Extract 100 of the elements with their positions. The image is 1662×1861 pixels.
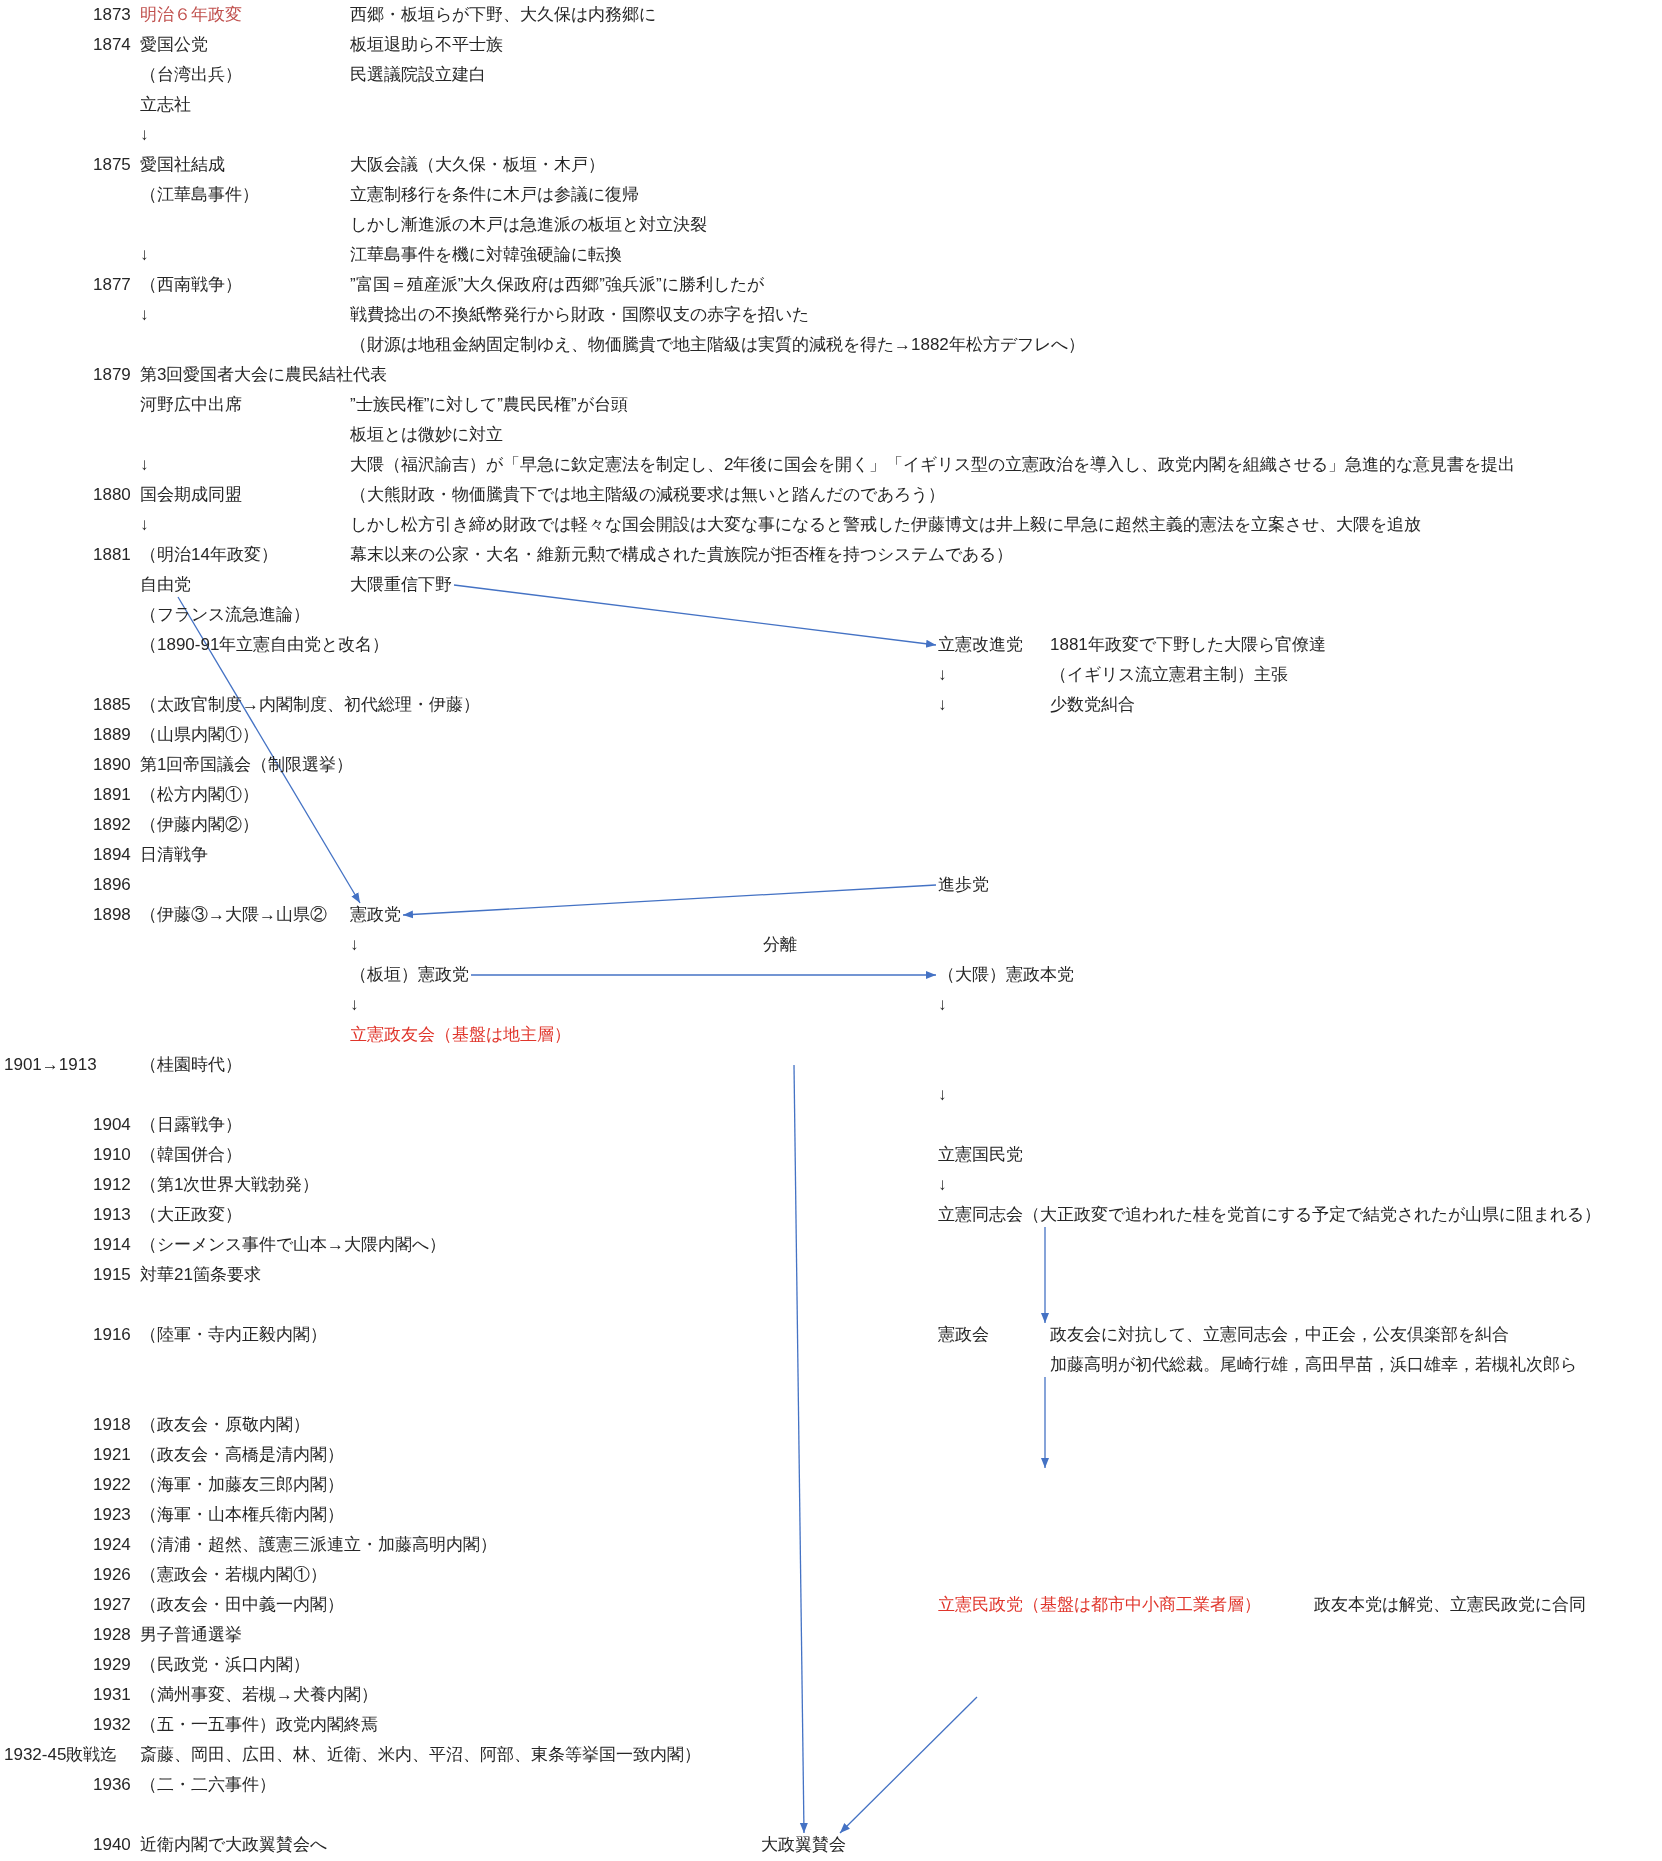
arrow (470, 971, 937, 979)
event-text: 対華21箇条要求 (140, 1264, 261, 1286)
year-label: 1918 (93, 1414, 131, 1436)
event-text: （政友会・原敬内閣） (140, 1414, 310, 1436)
event-text: 国会期成同盟 (140, 484, 242, 506)
year-label: 1873 (93, 4, 131, 26)
event-text: 近衛内閣で大政翼賛会へ (140, 1834, 327, 1856)
party-name: 立憲民政党（基盤は都市中小商工業者層） (938, 1594, 1261, 1616)
arrow-symbol: ↓ (350, 934, 359, 956)
arrow (402, 884, 937, 919)
note-text: 大阪会議（大久保・板垣・木戸） (350, 154, 605, 176)
party-name: 立憲同志会（大正政変で追われた桂を党首にする予定で結党されたが山県に阻まれる） (938, 1204, 1601, 1226)
event-text: 斎藤、岡田、広田、林、近衛、米内、平沼、阿部、東条等挙国一致内閣） (140, 1744, 701, 1766)
year-label: 1928 (93, 1624, 131, 1646)
event-text: 第3回愛国者大会に農民結社代表 (140, 364, 388, 386)
year-label: 1924 (93, 1534, 131, 1556)
event-text: （韓国併合） (140, 1144, 242, 1166)
note-text: 立憲国民党 (938, 1144, 1023, 1166)
arrow (453, 584, 937, 648)
note-text: 戦費捻出の不換紙幣発行から財政・国際収支の赤字を招いた (350, 304, 809, 326)
year-label: 1896 (93, 874, 131, 896)
organization-name: 大政翼賛会 (761, 1834, 846, 1856)
arrow-symbol: ↓ (140, 454, 149, 476)
party-name: （大隈）憲政本党 (938, 964, 1074, 986)
note-text: 幕末以来の公家・大名・維新元勲で構成された貴族院が拒否権を持つシステムである） (350, 544, 1013, 566)
note-text: 民選議院設立建白 (350, 64, 486, 86)
year-label: 1916 (93, 1324, 131, 1346)
year-label: 1913 (93, 1204, 131, 1226)
arrow-symbol: ↓ (938, 1084, 947, 1106)
year-label: 1885 (93, 694, 131, 716)
note-text: 政友本党は解党、立憲民政党に合同 (1314, 1594, 1586, 1616)
year-label: 1940 (93, 1834, 131, 1856)
year-label: 1879 (93, 364, 131, 386)
event-text: （民政党・浜口内閣） (140, 1654, 310, 1676)
year-label: 1910 (93, 1144, 131, 1166)
event-text: （日露戦争） (140, 1114, 242, 1136)
year-label: 1881 (93, 544, 131, 566)
party-name: 立憲改進党 (938, 634, 1023, 656)
edge-label: 分離 (761, 934, 799, 956)
event-text: （憲政会・若槻内閣①） (140, 1564, 327, 1586)
party-name: 進歩党 (938, 874, 989, 896)
note-text: 板垣退助ら不平士族 (350, 34, 503, 56)
year-label: 1921 (93, 1444, 131, 1466)
arrow-symbol: ↓ (140, 244, 149, 266)
year-label: 1890 (93, 754, 131, 776)
event-text: （海軍・加藤友三郎内閣） (140, 1474, 344, 1496)
event-text: 愛国社結成 (140, 154, 225, 176)
note-text: ”士族民権”に対して”農民民権”が台頭 (350, 394, 628, 416)
arrow (839, 1696, 978, 1834)
note-text: 立憲制移行を条件に木戸は参議に復帰 (350, 184, 639, 206)
event-text: （伊藤内閣②） (140, 814, 259, 836)
event-text: （政友会・田中義一内閣） (140, 1594, 344, 1616)
year-label: 1912 (93, 1174, 131, 1196)
note-text: しかし松方引き締め財政では軽々な国会開設は大変な事になると警戒した伊藤博文は井上毅に早急に超然主義的憲法を立案させ、大隈を追放 (350, 514, 1421, 536)
year-label: 1932 (93, 1714, 131, 1736)
year-label: 1889 (93, 724, 131, 746)
event-text: （陸軍・寺内正毅内閣） (140, 1324, 327, 1346)
event-text: （海軍・山本権兵衛内閣） (140, 1504, 344, 1526)
event-text: （山県内閣①） (140, 724, 259, 746)
year-label: 1929 (93, 1654, 131, 1676)
party-name: 憲政党 (350, 904, 401, 926)
note-text: 1881年政変で下野した大隈ら官僚達 (1050, 634, 1326, 656)
arrow (177, 596, 361, 904)
note-text: 少数党糾合 (1050, 694, 1135, 716)
event-text: （江華島事件） (140, 184, 259, 206)
note-text: 板垣とは微妙に対立 (350, 424, 503, 446)
event-text: 愛国公党 (140, 34, 208, 56)
note-text: （財源は地租金納固定制ゆえ、物価騰貴で地主階級は実質的減税を得た→1882年松方デフレへ） (350, 334, 1085, 356)
arrow-symbol: ↓ (938, 1174, 947, 1196)
party-name: （板垣）憲政党 (350, 964, 469, 986)
year-label: 1904 (93, 1114, 131, 1136)
event-text: （五・一五事件）政党内閣終焉 (140, 1714, 378, 1736)
event-text: （シーメンス事件で山本→大隈内閣へ） (140, 1234, 446, 1256)
year-label: 1927 (93, 1594, 131, 1616)
event-text: （満州事変、若槻→犬養内閣） (140, 1684, 378, 1706)
note-text: 大隈（福沢諭吉）が「早急に欽定憲法を制定し、2年後に国会を開く」「イギリス型の立憲政治を導入し、政党内閣を組織させる」急進的な意見書を提出 (350, 454, 1516, 476)
event-text: （第1次世界大戦勃発） (140, 1174, 320, 1196)
event-text: （西南戦争） (140, 274, 242, 296)
party-name: 立憲政友会（基盤は地主層） (350, 1024, 571, 1046)
year-label: 1936 (93, 1774, 131, 1796)
note-text: 江華島事件を機に対韓強硬論に転換 (350, 244, 622, 266)
event-text: 男子普通選挙 (140, 1624, 242, 1646)
note-text: 西郷・板垣らが下野、大久保は内務郷に (350, 4, 656, 26)
event-text: （松方内閣①） (140, 784, 259, 806)
year-label: 1875 (93, 154, 131, 176)
year-label: 1874 (93, 34, 131, 56)
event-text: （明治14年政変） (140, 544, 278, 566)
year-label: 1926 (93, 1564, 131, 1586)
event-text: （二・二六事件） (140, 1774, 276, 1796)
arrow (793, 1064, 808, 1834)
arrow-symbol: ↓ (938, 994, 947, 1016)
year-label: 1931 (93, 1684, 131, 1706)
arrow-symbol: ↓ (140, 514, 149, 536)
year-label: 1923 (93, 1504, 131, 1526)
year-label: 1891 (93, 784, 131, 806)
party-name: 憲政会 (938, 1324, 989, 1346)
year-label: 1877 (93, 274, 131, 296)
note-text: ”富国＝殖産派”大久保政府は西郷”強兵派”に勝利したが (350, 274, 764, 296)
note-text: しかし漸進派の木戸は急進派の板垣と対立決裂 (350, 214, 707, 236)
event-text: 明治６年政変 (140, 4, 242, 26)
